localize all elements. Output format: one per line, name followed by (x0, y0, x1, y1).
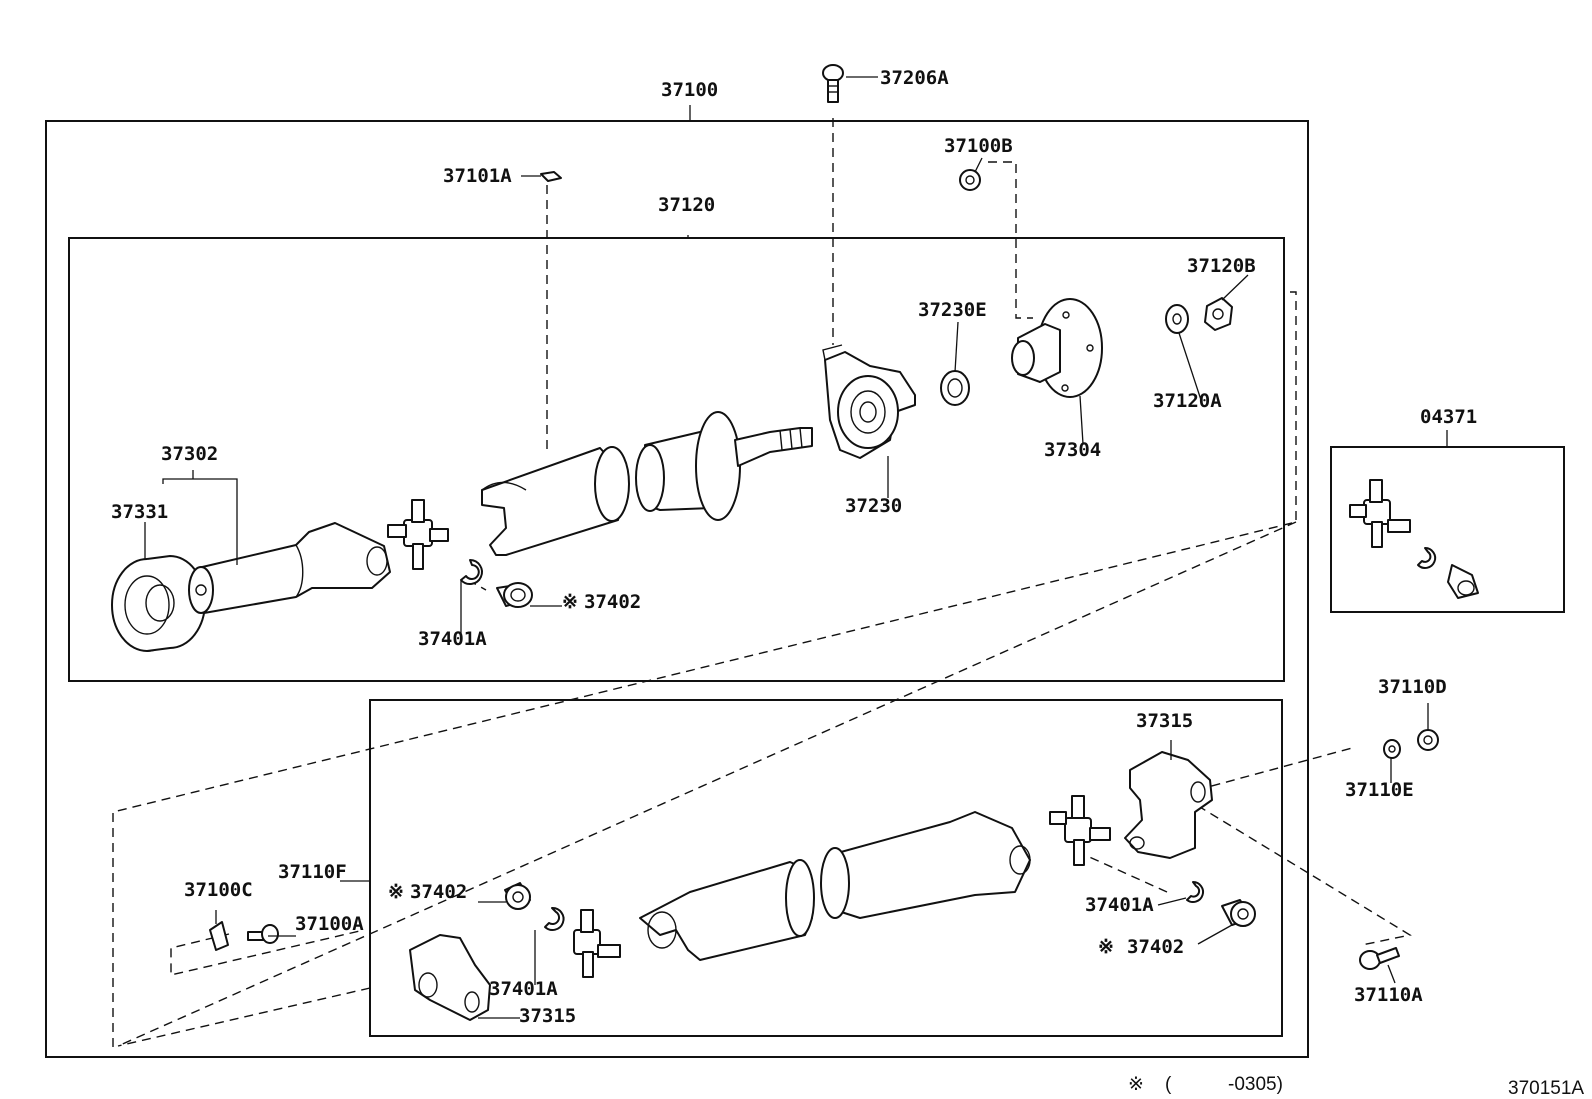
assembly-frame-37120 (68, 237, 1285, 682)
label-37315-left: 37315 (519, 1005, 576, 1027)
label-37331: 37331 (111, 501, 168, 523)
snap-ring-37401A-mid-icon (544, 906, 565, 931)
washer-37110E-icon (1383, 739, 1401, 759)
flange-yoke-37315-right-icon (1124, 751, 1213, 859)
universal-joint-bottom-right-icon (1049, 795, 1111, 866)
bearing-37331-icon (111, 555, 206, 652)
label-37304: 37304 (1044, 439, 1101, 461)
label-37101A: 37101A (443, 165, 512, 187)
label-37302: 37302 (161, 443, 218, 465)
label-37110D: 37110D (1378, 676, 1447, 698)
rear-tube-yoke-icon (639, 859, 815, 961)
label-37206A: 37206A (880, 67, 949, 89)
label-37401A-mid: 37401A (489, 978, 558, 1000)
kome-mark-37402-top: ※ (562, 591, 578, 613)
label-37315-right: 37315 (1136, 710, 1193, 732)
fitting-37101A-icon (540, 171, 562, 182)
bearing-cap-37402-right-icon (1221, 899, 1256, 927)
bolt-37206A-icon (822, 64, 844, 103)
label-37100C: 37100C (184, 879, 253, 901)
plug-37100C-icon (209, 921, 229, 951)
universal-joint-kit-04371-icon (1349, 479, 1479, 599)
label-37402-right: 37402 (1127, 936, 1184, 958)
label-37230: 37230 (845, 495, 902, 517)
assembly-frame-37110 (369, 699, 1283, 1037)
kome-mark-37402-left: ※ (388, 881, 404, 903)
bearing-cap-37402-top-icon (496, 582, 533, 608)
footnote-range: -0305) (1228, 1074, 1283, 1095)
bolt-37110A-icon (1359, 947, 1400, 970)
center-bearing-37230-icon (822, 344, 916, 459)
bolt-37100A-icon (247, 924, 279, 944)
bearing-cap-37402-left-icon (504, 882, 531, 910)
center-shaft-flange-icon (635, 411, 813, 521)
label-37120: 37120 (658, 194, 715, 216)
label-37110A: 37110A (1354, 984, 1423, 1006)
label-37100: 37100 (661, 79, 718, 101)
flange-yoke-37315-left-icon (409, 934, 491, 1021)
label-37402-left: 37402 (410, 881, 467, 903)
snap-ring-37401A-top-icon (460, 559, 483, 585)
label-37120B: 37120B (1187, 255, 1256, 277)
footnote-open-paren: ( (1165, 1074, 1172, 1095)
kit-frame-04371 (1330, 446, 1565, 613)
label-37230E: 37230E (918, 299, 987, 321)
flange-yoke-37304-icon (1011, 298, 1103, 398)
label-04371: 04371 (1420, 406, 1477, 428)
front-tube-yoke-icon (481, 446, 630, 556)
label-37401A-top: 37401A (418, 628, 487, 650)
rear-tube-main-icon (820, 811, 1031, 919)
label-37100B: 37100B (944, 135, 1013, 157)
snap-ring-37401A-right-icon (1186, 881, 1204, 903)
label-37100A: 37100A (295, 913, 364, 935)
label-37401A-right: 37401A (1085, 894, 1154, 916)
universal-joint-top-left-icon (387, 499, 449, 570)
nut-37120B-icon (1204, 297, 1233, 331)
figure-id: 370151A (1508, 1078, 1584, 1099)
label-37110F: 37110F (278, 861, 347, 883)
label-37402-top: 37402 (584, 591, 641, 613)
label-37110E: 37110E (1345, 779, 1414, 801)
assembly-frame-37100 (45, 120, 1309, 1058)
footnote-mark: ※ (1128, 1074, 1144, 1095)
nut-37110D-icon (1417, 729, 1439, 751)
washer-37230E-icon (940, 370, 970, 406)
kome-mark-37402-right: ※ (1098, 936, 1114, 958)
washer-37120A-icon (1165, 304, 1189, 334)
nut-37100B-icon (959, 169, 981, 191)
universal-joint-bottom-left-icon (573, 909, 621, 978)
label-37120A: 37120A (1153, 390, 1222, 412)
slip-yoke-37302-icon (188, 522, 391, 614)
